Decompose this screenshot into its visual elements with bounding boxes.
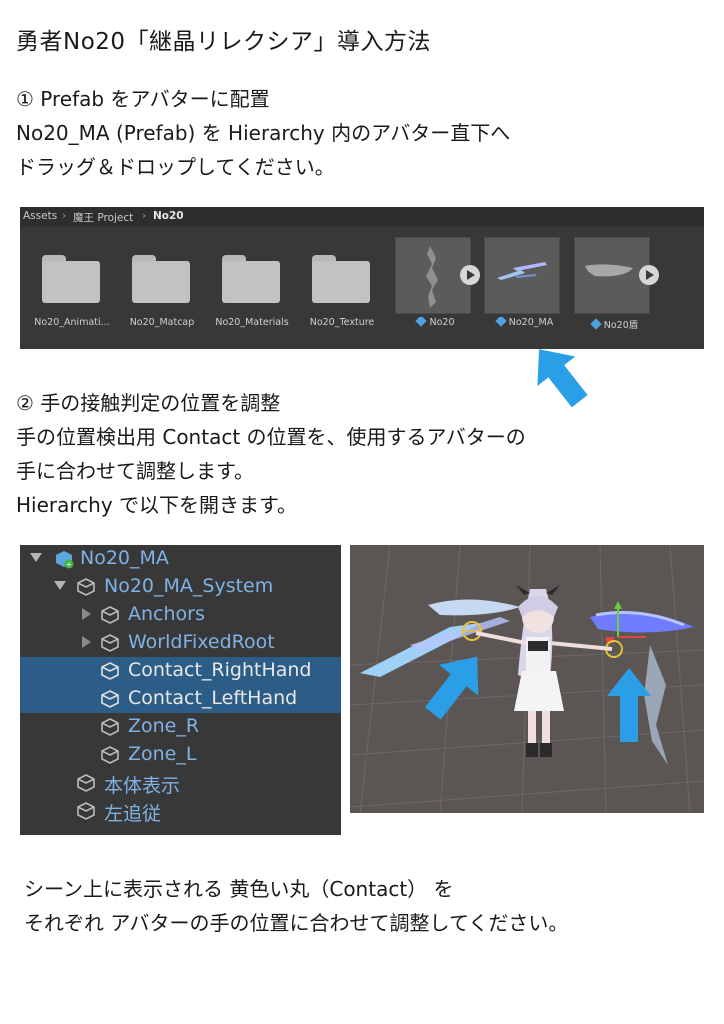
footer-line: それぞれ アバターの手の位置に合わせて調整してください。 — [24, 911, 569, 935]
hierarchy-row-selected[interactable]: Contact_RightHand — [20, 657, 341, 685]
hierarchy-row-label: 本体表示 — [104, 775, 181, 797]
hierarchy-row[interactable]: Zone_R — [20, 713, 341, 741]
asset-prefab[interactable]: No20盾 — [571, 237, 661, 347]
step2-line: 手の位置検出用 Contact の位置を、使用するアバターの — [16, 425, 526, 449]
hierarchy-row[interactable]: 本体表示 — [20, 769, 341, 797]
hierarchy-row-label: 左追従 — [104, 803, 162, 825]
asset-folder[interactable]: No20_Materials — [208, 237, 298, 347]
hierarchy-row-label: No20_MA — [80, 547, 169, 569]
breadcrumb-item[interactable]: Assets — [23, 210, 58, 222]
gameobject-cube-icon — [101, 746, 119, 764]
asset-folder[interactable]: No20_Animati... — [28, 237, 118, 347]
expand-arrow-icon[interactable] — [30, 553, 42, 562]
gameobject-cube-icon — [77, 802, 95, 820]
hierarchy-row-label: WorldFixedRoot — [128, 631, 275, 653]
scene-view[interactable] — [350, 545, 704, 813]
hierarchy-row-label: Zone_R — [128, 715, 200, 737]
prefab-thumbnail — [395, 237, 471, 314]
gameobject-cube-icon — [101, 606, 119, 624]
prefab-cube-icon: + — [56, 551, 74, 569]
step2-heading: ② 手の接触判定の位置を調整 — [16, 391, 281, 415]
hierarchy-row[interactable]: No20_MA_System — [20, 573, 341, 601]
expand-arrow-icon[interactable] — [54, 581, 66, 590]
svg-text:+: + — [66, 560, 73, 569]
hierarchy-panel: + No20_MA No20_MA_System Anchors WorldFi… — [20, 545, 341, 835]
gameobject-cube-icon — [101, 634, 119, 652]
hierarchy-row-label: Contact_RightHand — [128, 659, 312, 681]
scene-illustration — [350, 545, 704, 813]
asset-prefab[interactable]: No20 — [392, 237, 482, 347]
prefab-icon — [590, 318, 602, 330]
gameobject-cube-icon — [77, 774, 95, 792]
folder-icon — [42, 255, 100, 303]
asset-label: No20_Materials — [215, 317, 289, 328]
hierarchy-row[interactable]: Anchors — [20, 601, 341, 629]
step1-heading: ① Prefab をアバターに配置 — [16, 87, 270, 111]
project-panel: Assets › 魔王 Project › No20 No20_Animati.… — [20, 207, 704, 349]
breadcrumb-separator-icon: › — [142, 210, 147, 222]
asset-prefab-selected[interactable]: No20_MA — [481, 237, 571, 347]
gameobject-cube-icon — [77, 578, 95, 596]
expand-play-icon[interactable] — [639, 265, 659, 285]
asset-label: No20_Animati... — [34, 317, 110, 328]
folder-icon — [222, 255, 280, 303]
gameobject-cube-icon — [101, 718, 119, 736]
breadcrumb-item[interactable]: 魔王 Project — [73, 212, 134, 224]
prefab-icon — [415, 317, 428, 327]
hierarchy-row-label: Anchors — [128, 603, 205, 625]
step2-line: Hierarchy で以下を開きます。 — [16, 493, 298, 517]
footer-text: シーン上に表示される 黄色い丸（Contact） を それぞれ アバターの手の位… — [24, 872, 568, 940]
asset-folder[interactable]: No20_Matcap — [118, 237, 208, 347]
gameobject-cube-icon — [101, 662, 119, 680]
asset-label: No20 — [386, 317, 486, 328]
hierarchy-row[interactable]: + No20_MA — [20, 545, 341, 573]
hierarchy-row-label: No20_MA_System — [104, 575, 274, 597]
footer-line: シーン上に表示される 黄色い丸（Contact） を — [24, 877, 454, 901]
prefab-icon — [495, 317, 507, 327]
pointer-arrow-icon — [607, 668, 651, 742]
breadcrumb-item-current[interactable]: No20 — [153, 210, 184, 222]
hierarchy-row-label: Zone_L — [128, 743, 197, 765]
hierarchy-row-label: Contact_LeftHand — [128, 687, 298, 709]
folder-icon — [312, 255, 370, 303]
asset-folder[interactable]: No20_Texture — [298, 237, 388, 347]
page-title: 勇者No20「継晶リレクシア」導入方法 — [16, 29, 432, 55]
breadcrumb: Assets › 魔王 Project › No20 — [20, 207, 704, 227]
collapse-arrow-icon[interactable] — [82, 608, 91, 620]
asset-label: No20_Texture — [309, 317, 375, 328]
step1-text: ① Prefab をアバターに配置 No20_MA (Prefab) を Hie… — [16, 82, 510, 184]
pointer-arrow-icon — [537, 349, 588, 408]
breadcrumb-separator-icon: › — [62, 210, 67, 222]
prefab-thumbnail — [574, 237, 650, 314]
step2-line: 手に合わせて調整します。 — [16, 459, 254, 483]
gameobject-cube-icon — [101, 690, 119, 708]
hierarchy-row[interactable]: 左追従 — [20, 797, 341, 825]
step2-text: ② 手の接触判定の位置を調整 手の位置検出用 Contact の位置を、使用する… — [16, 386, 526, 522]
pointer-arrow-icon — [424, 656, 479, 720]
asset-label: No20_Matcap — [129, 317, 195, 328]
expand-play-icon[interactable] — [460, 265, 480, 285]
hierarchy-row-selected[interactable]: Contact_LeftHand — [20, 685, 341, 713]
step1-line: No20_MA (Prefab) を Hierarchy 内のアバター直下へ — [16, 121, 511, 145]
collapse-arrow-icon[interactable] — [82, 636, 91, 648]
prefab-thumbnail — [484, 237, 560, 314]
hierarchy-row[interactable]: Zone_L — [20, 741, 341, 769]
step1-line: ドラッグ＆ドロップしてください。 — [16, 155, 335, 179]
asset-label: No20盾 — [565, 317, 665, 331]
folder-icon — [132, 255, 190, 303]
hierarchy-row[interactable]: WorldFixedRoot — [20, 629, 341, 657]
asset-label: No20_MA — [475, 317, 575, 328]
